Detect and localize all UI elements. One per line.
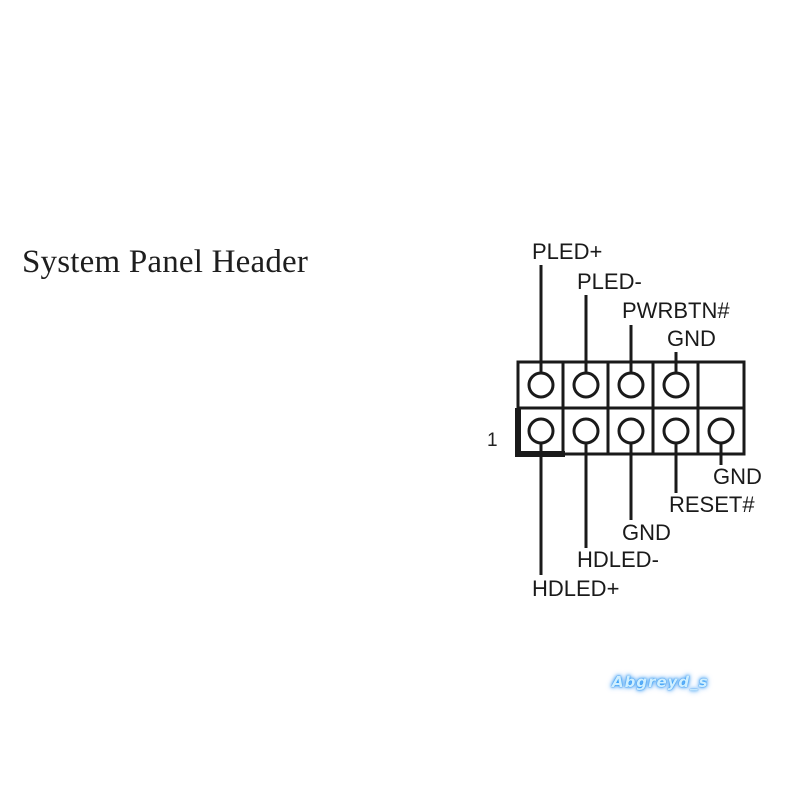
pin-one-bracket	[515, 408, 565, 457]
watermark-logo: Abgreyd_s	[612, 673, 709, 691]
label-reset: RESET#	[669, 492, 755, 517]
bottom-leader-lines	[539, 443, 723, 575]
pin-one-marker: 1	[487, 430, 498, 451]
pin-pwrbtn	[617, 371, 645, 399]
diagram-title: System Panel Header	[22, 244, 309, 280]
label-pwrbtn: PWRBTN#	[622, 298, 730, 323]
pin-hdled-minus	[572, 417, 600, 445]
label-pled-plus: PLED+	[532, 239, 602, 264]
top-row-pins	[527, 371, 690, 399]
pin-hdled-plus	[527, 417, 555, 445]
top-leader-lines	[539, 265, 678, 373]
label-gnd-top: GND	[667, 326, 716, 351]
bottom-row-pins	[527, 417, 735, 445]
label-gnd-bottom: GND	[622, 520, 671, 545]
label-hdled-plus: HDLED+	[532, 576, 619, 601]
pin-pled-minus	[572, 371, 600, 399]
pin-gnd-bottom	[617, 417, 645, 445]
pin-reset	[662, 417, 690, 445]
pin-gnd-right	[707, 417, 735, 445]
pin-pled-plus	[527, 371, 555, 399]
label-hdled-minus: HDLED-	[577, 547, 659, 572]
label-gnd-right: GND	[713, 464, 762, 489]
label-pled-minus: PLED-	[577, 269, 642, 294]
pin-gnd-top	[662, 371, 690, 399]
